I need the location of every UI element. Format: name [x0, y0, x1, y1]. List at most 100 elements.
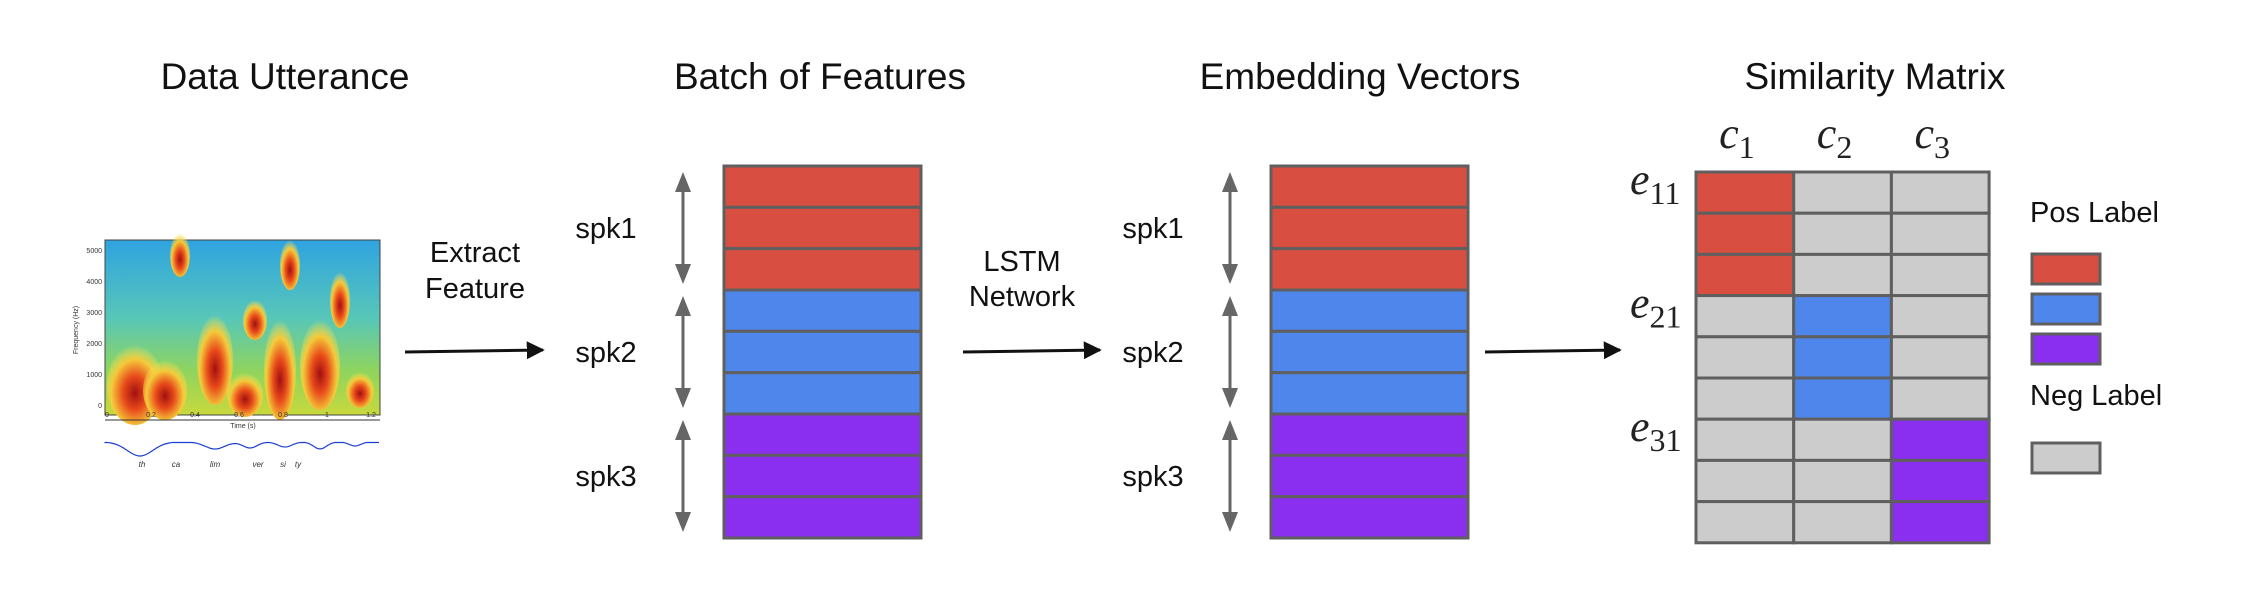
extract-arrow	[404, 341, 545, 360]
spectrogram-energy-blob	[243, 300, 267, 340]
embedding-speaker-label: spk2	[1122, 337, 1183, 369]
embedding-speaker-label: spk3	[1122, 461, 1183, 493]
matrix-row-label: e21	[1630, 279, 1682, 335]
feature-row-spk2	[722, 371, 923, 416]
matrix-cell-negative	[1792, 211, 1893, 256]
extract-label-line1: Extract	[430, 237, 520, 269]
legend-positive-label: Pos Label	[2030, 197, 2159, 229]
matrix-cell-negative	[1889, 376, 1991, 421]
legend-negative-swatch	[2030, 441, 2102, 475]
feature-bracket-arrow-down	[675, 264, 691, 284]
feature-row-spk1	[722, 164, 923, 209]
matrix-cell-negative	[1694, 294, 1796, 339]
embedding-bracket-arrow-down	[1222, 388, 1238, 408]
embedding-bracket-arrow-up	[1222, 296, 1238, 316]
matrix-cell-positive	[1889, 500, 1991, 545]
feature-row-spk1	[722, 205, 923, 251]
waveform-syllable: ver	[252, 460, 263, 469]
title-similarity: Similarity Matrix	[1744, 56, 2006, 97]
embedding-row-spk2	[1269, 329, 1470, 375]
matrix-cell-negative	[1889, 170, 1991, 215]
embedding-row-spk2	[1269, 371, 1470, 416]
waveform-trace	[104, 441, 379, 457]
matrix-cell-positive	[1889, 458, 1991, 504]
lstm-arrow	[962, 341, 1102, 360]
embedding-speaker-label: spk1	[1122, 213, 1183, 245]
feature-row-spk1	[722, 247, 923, 292]
spectrogram-x-tick: 0.6	[234, 412, 244, 419]
title-features: Batch of Features	[674, 56, 966, 97]
embedding-bracket-arrow-up	[1222, 420, 1238, 440]
matrix-cell-positive	[1792, 294, 1893, 339]
matrix-cell-negative	[1792, 417, 1893, 462]
spectrogram-energy-blob	[143, 360, 187, 420]
embedding-bracket-arrow-down	[1222, 264, 1238, 284]
feature-bracket-arrow-down	[675, 388, 691, 408]
matrix-cell-negative	[1694, 417, 1796, 462]
lstm-label-line2: Network	[969, 281, 1076, 313]
spectrogram-x-tick: 0.2	[146, 412, 156, 419]
matrix-cell-negative	[1792, 458, 1893, 504]
matrix-column-header: c1	[1719, 109, 1755, 165]
feature-row-spk3	[722, 495, 923, 540]
matrix-cell-positive	[1792, 376, 1893, 421]
matrix-cell-positive	[1889, 417, 1991, 462]
waveform-syllable: th	[139, 460, 146, 469]
matrix-cell-positive	[1694, 211, 1796, 256]
spectrogram-energy-blob	[300, 320, 340, 410]
spectrogram-x-tick: 0	[105, 412, 109, 419]
spectrogram-energy-blob	[264, 320, 296, 420]
feature-row-spk2	[722, 329, 923, 375]
spectrogram-x-tick: 1.2	[366, 412, 376, 419]
matrix-cell-negative	[1889, 335, 1991, 380]
embedding-row-spk2	[1269, 288, 1470, 333]
matrix-cell-negative	[1889, 252, 1991, 298]
matrix-cell-positive	[1792, 335, 1893, 380]
feature-batch	[722, 164, 923, 540]
matrix-cell-negative	[1792, 252, 1893, 298]
spectrogram-y-tick: 5000	[86, 248, 102, 255]
legend-positive-swatch	[2030, 252, 2102, 286]
spectrogram-x-tick: 0.8	[278, 412, 288, 419]
spectrogram-energy-blob	[197, 315, 233, 405]
extract-label-line2: Feature	[425, 273, 525, 305]
spectrogram-y-tick: 1000	[86, 372, 102, 379]
matrix-row-label: e31	[1630, 402, 1682, 458]
waveform-syllable: ca	[172, 460, 181, 469]
spectrogram-energy-blob	[346, 372, 374, 408]
similarity-arrow	[1484, 341, 1622, 360]
feature-bracket-arrow-up	[675, 172, 691, 192]
legend-positive-swatch	[2030, 332, 2102, 366]
embedding-bracket-arrow-up	[1222, 172, 1238, 192]
matrix-cell-positive	[1694, 170, 1796, 215]
feature-row-spk3	[722, 412, 923, 457]
spectrogram-energy	[107, 233, 374, 425]
matrix-cell-negative	[1694, 335, 1796, 380]
embedding-row-spk1	[1269, 205, 1470, 251]
matrix-cell-negative	[1694, 500, 1796, 545]
matrix-cell-negative	[1792, 170, 1893, 215]
feature-bracket-arrow-down	[675, 512, 691, 532]
feature-row-spk2	[722, 288, 923, 333]
embedding-speaker-brackets: spk1 spk2 spk3	[1122, 172, 1238, 532]
embedding-row-spk3	[1269, 495, 1470, 540]
waveform	[104, 441, 379, 457]
spectrogram-x-tick: 0.4	[190, 412, 200, 419]
similarity-matrix	[1694, 170, 1991, 545]
matrix-cell-negative	[1694, 458, 1796, 504]
feature-bracket-arrow-up	[675, 420, 691, 440]
feature-bracket-arrow-up	[675, 296, 691, 316]
embedding-row-spk3	[1269, 412, 1470, 457]
waveform-syllable: ty	[295, 460, 302, 469]
title-utterance: Data Utterance	[161, 56, 410, 97]
matrix-cell-positive	[1694, 252, 1796, 298]
spectrogram-energy-blob	[280, 240, 300, 290]
spectrogram-energy-blob	[330, 272, 350, 328]
matrix-column-header: c3	[1914, 109, 1950, 165]
